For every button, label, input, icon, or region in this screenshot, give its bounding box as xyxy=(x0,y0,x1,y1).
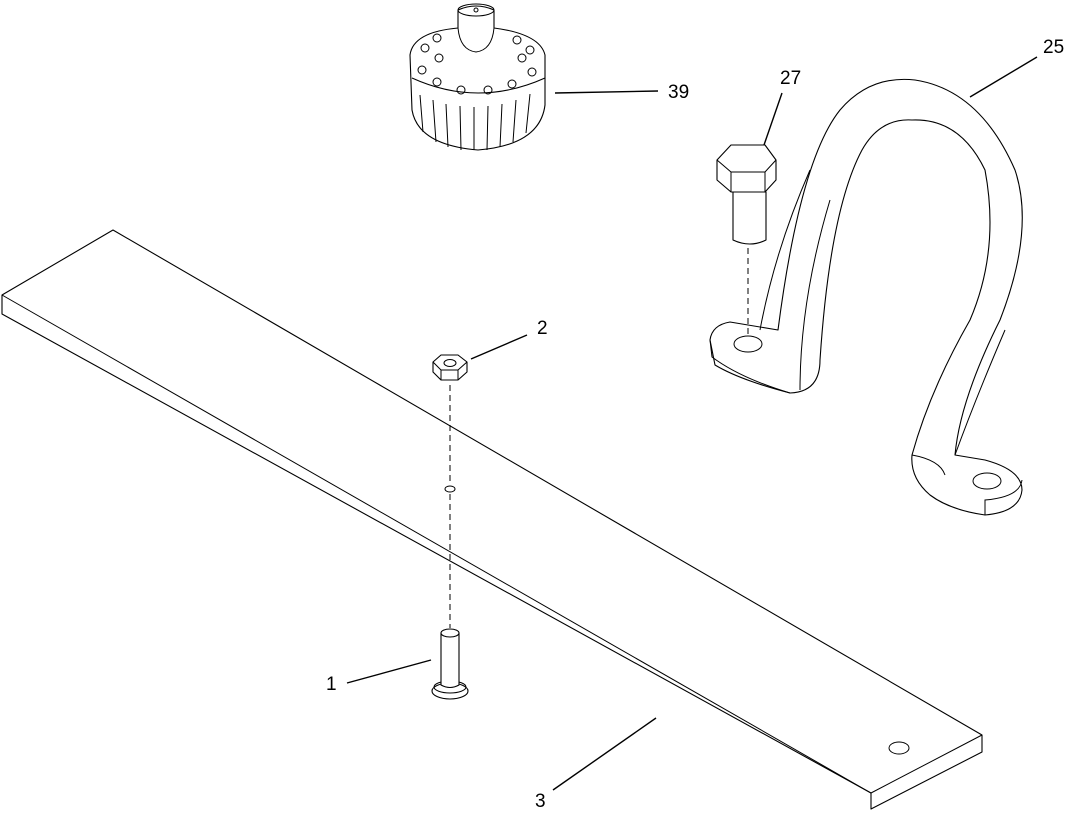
leader-line-1 xyxy=(346,659,432,684)
handle-part xyxy=(709,78,1023,516)
hex-bolt-part xyxy=(716,144,777,245)
callout-3: 3 xyxy=(535,791,546,812)
callout-25: 25 xyxy=(1043,37,1064,58)
leader-line-2 xyxy=(470,334,528,360)
hex-nut-part xyxy=(432,354,468,381)
leader-line-3 xyxy=(552,717,657,791)
callout-27: 27 xyxy=(780,68,801,89)
flat-strap-part xyxy=(1,229,983,810)
knob-part xyxy=(409,3,546,151)
callout-2: 2 xyxy=(537,318,548,339)
callout-1: 1 xyxy=(326,674,337,695)
leader-line-25 xyxy=(969,56,1038,98)
leader-line-39 xyxy=(554,90,659,94)
callout-39: 39 xyxy=(668,82,689,103)
bolt-part xyxy=(431,628,469,700)
leader-line-27 xyxy=(763,92,783,146)
